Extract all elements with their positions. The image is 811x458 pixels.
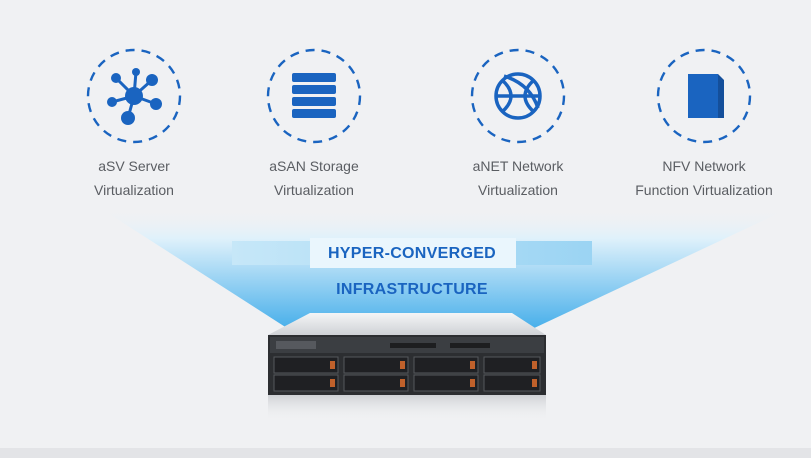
dashed-ring [654,46,754,146]
dashed-ring [468,46,568,146]
module-label: aNET Network Virtualization [472,158,564,198]
banner-line1: HYPER-CONVERGED [327,245,497,262]
network-nodes-icon [107,68,162,125]
module-anet: aNET Network Virtualization [418,46,618,202]
banner-line2: INFRASTRUCTURE [336,281,488,298]
module-label: aSV Server Virtualization [94,158,174,198]
module-nfv: NFV Network Function Virtualization [604,46,804,202]
module-asan: aSAN Storage Virtualization [214,46,414,202]
globe-ball-icon [494,72,542,120]
footer-strip [0,448,811,458]
server-appliance-image [268,313,546,421]
module-label: NFV Network Function Virtualization [635,158,773,198]
dashed-ring [84,46,184,146]
module-label: aSAN Storage Virtualization [269,158,359,198]
module-asv: aSV Server Virtualization [34,46,234,202]
dashed-ring [264,46,364,146]
banner-band-gap [310,238,516,268]
banner-title: HYPER-CONVERGED INFRASTRUCTURE [232,240,592,304]
document-page-icon [688,74,724,118]
storage-stack-icon [292,73,336,118]
